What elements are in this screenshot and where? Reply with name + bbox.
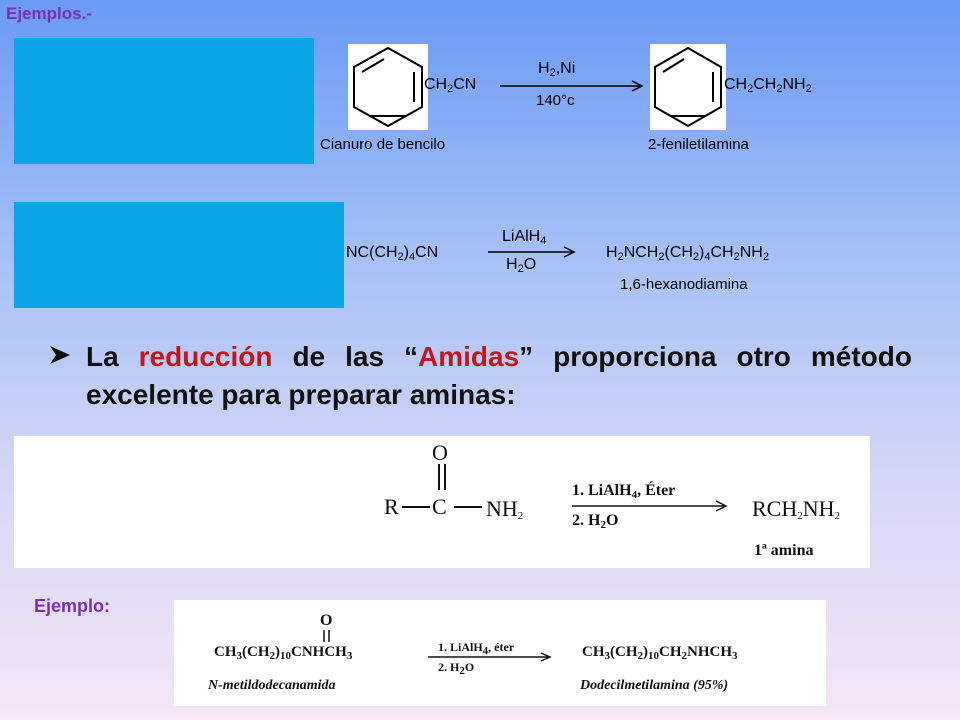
cyan-block-1 (14, 38, 314, 164)
example-panel (174, 600, 826, 706)
amide-product-label: 1ª amina (754, 542, 814, 559)
bond-R-C (402, 506, 430, 508)
arrow-bullet-icon (50, 346, 70, 364)
product-formula-1: CH2CH2NH2 (724, 76, 812, 95)
reagent-bottom-2: H2O (506, 256, 537, 275)
cyan-block-2 (14, 202, 344, 308)
bullet-paragraph: La reducción de las “Amidas” proporciona… (86, 341, 912, 410)
product-name-2: 1,6-hexanodiamina (620, 276, 748, 293)
amide-step-2: 2. H2O (572, 512, 619, 531)
bond-C-N (454, 506, 482, 508)
product-name-1: 2-feniletilamina (648, 136, 749, 153)
example-oxygen: O (320, 612, 333, 629)
example-reactant-name: N-metildodecanamida (208, 678, 336, 693)
example-carbonyl (323, 630, 330, 642)
example-reaction-arrow (428, 652, 552, 662)
amide-reaction-arrow (572, 500, 728, 512)
amide-scheme-panel (14, 436, 870, 568)
reactant-name-1: Cianuro de bencilo (320, 136, 446, 153)
amide-step-1: 1. LiAlH4, Éter (572, 482, 676, 501)
section-title: Ejemplos.- (6, 4, 92, 23)
example-product: CH3(CH2)10CH2NHCH3 (582, 644, 738, 662)
benzene-ring-product (650, 44, 726, 130)
product-formula-2: H2NCH2(CH2)4CH2NH2 (606, 244, 769, 263)
amide-C: C (432, 494, 447, 519)
reactant-formula-1: CH2CN (424, 76, 477, 95)
reaction-arrow-1 (500, 80, 644, 92)
amide-NH2: NH2 (486, 496, 524, 522)
example-step-1: 1. LiAlH4, éter (438, 640, 515, 657)
example-product-name: Dodecilmetilamina (95%) (580, 678, 729, 693)
reactant-formula-2: NC(CH2)4CN (346, 244, 439, 263)
example-reactant: CH3(CH2)10CNHCH3 (214, 644, 353, 662)
reagent-top-1: H2,Ni (538, 60, 576, 79)
example-label: Ejemplo: (34, 596, 111, 616)
benzene-ring-reactant (348, 44, 428, 130)
reagent-bottom-1: 140°c (536, 92, 575, 109)
reaction-arrow-2 (488, 246, 576, 258)
amide-R: R (384, 494, 399, 519)
amide-product: RCH2NH2 (752, 496, 841, 522)
example-step-2: 2. H2O (438, 660, 475, 677)
carbonyl-double-bond (438, 464, 446, 490)
reagent-top-2: LiAlH4 (502, 228, 547, 247)
amide-oxygen: O (432, 440, 448, 465)
